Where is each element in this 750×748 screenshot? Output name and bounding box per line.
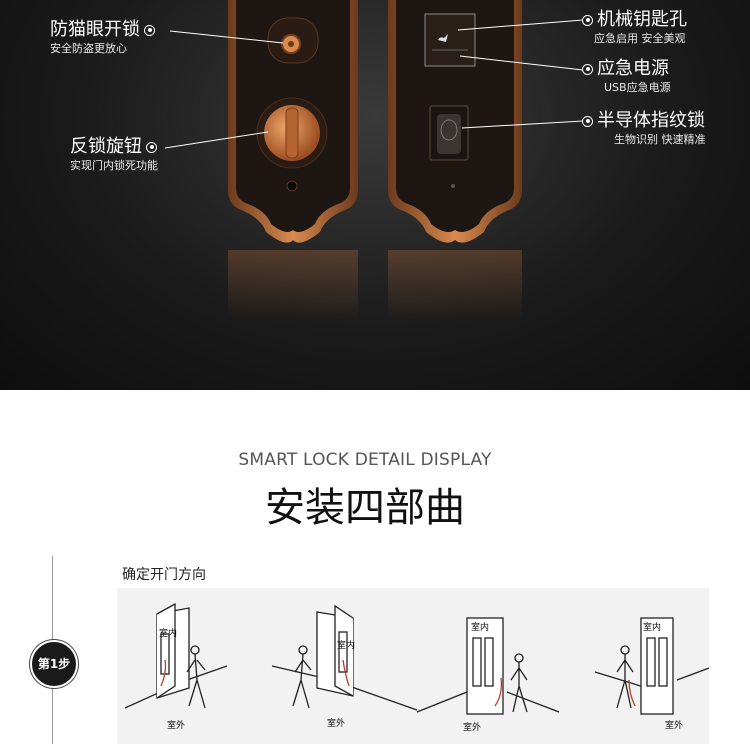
callout-peephole: 防猫眼开锁 安全防盗更放心 — [50, 19, 159, 56]
fingerprint-sub: 生物识别 快速精准 — [614, 133, 706, 146]
door-direction-panel: 室内 室外 室内 室外 室内 室外 室内 室外 — [117, 588, 710, 744]
keyhole-sub: 应急启用 安全美观 — [594, 32, 686, 45]
callout-keyhole: 机械钥匙孔 应急启用 安全美观 — [578, 9, 687, 46]
fingerprint-sensor — [429, 105, 469, 161]
step-label: 确定开门方向 — [122, 567, 206, 583]
keyhole-title: 机械钥匙孔 — [597, 9, 687, 30]
callout-fingerprint: 半导体指纹锁 生物识别 快速精准 — [578, 110, 706, 147]
lock-illustration — [164, 0, 584, 320]
outdoor-label-2: 室外 — [327, 717, 345, 729]
target-dot-icon — [582, 63, 593, 75]
product-detail-banner: 防猫眼开锁 安全防盗更放心 反锁旋钮 实现门内锁死功能 机械钥匙孔 应急启用 安… — [0, 0, 750, 390]
peephole-sub: 安全防盗更放心 — [50, 42, 127, 55]
door-scene-4 — [594, 617, 710, 715]
knob-title: 反锁旋钮 — [70, 136, 142, 157]
leader-fingerprint — [461, 120, 584, 129]
leader-keyhole — [457, 19, 584, 31]
knob-sub: 实现门内锁死功能 — [70, 159, 158, 172]
leader-knob — [164, 131, 269, 149]
indoor-label-2: 室内 — [337, 639, 355, 651]
target-dot-icon — [146, 141, 157, 153]
outdoor-label-3: 室外 — [463, 721, 481, 733]
step-badge: 第1步 — [30, 640, 78, 688]
leader-peephole — [169, 30, 284, 44]
door-direction-diagrams: 室内 室外 室内 室外 室内 室外 室内 室外 — [124, 602, 710, 733]
callout-usb: 应急电源 USB应急电源 — [578, 58, 671, 95]
door-scene-2 — [271, 604, 418, 711]
keyhole-cover — [424, 13, 476, 67]
target-dot-icon — [582, 14, 593, 26]
indoor-label-1: 室内 — [159, 627, 177, 639]
outdoor-label-1: 室外 — [167, 719, 185, 731]
callout-knob: 反锁旋钮 实现门内锁死功能 — [70, 136, 161, 173]
usb-title: 应急电源 — [597, 58, 669, 79]
indoor-label-3: 室内 — [471, 621, 489, 633]
target-dot-icon — [582, 115, 593, 127]
leader-usb — [459, 55, 584, 71]
usb-sub: USB应急电源 — [604, 81, 671, 94]
outdoor-label-4: 室外 — [665, 719, 683, 731]
fingerprint-title: 半导体指纹锁 — [597, 110, 705, 131]
indoor-label-4: 室内 — [643, 621, 661, 633]
reflection-left — [228, 250, 358, 320]
door-scene-1 — [124, 602, 228, 709]
target-dot-icon — [144, 24, 155, 36]
door-scene-3 — [416, 617, 560, 715]
lock-knob — [256, 97, 328, 169]
reflection-right — [388, 250, 522, 320]
peephole-title: 防猫眼开锁 — [50, 19, 140, 40]
section-title: 安装四部曲 — [265, 485, 465, 531]
section-subtitle: SMART LOCK DETAIL DISPLAY — [238, 450, 492, 470]
